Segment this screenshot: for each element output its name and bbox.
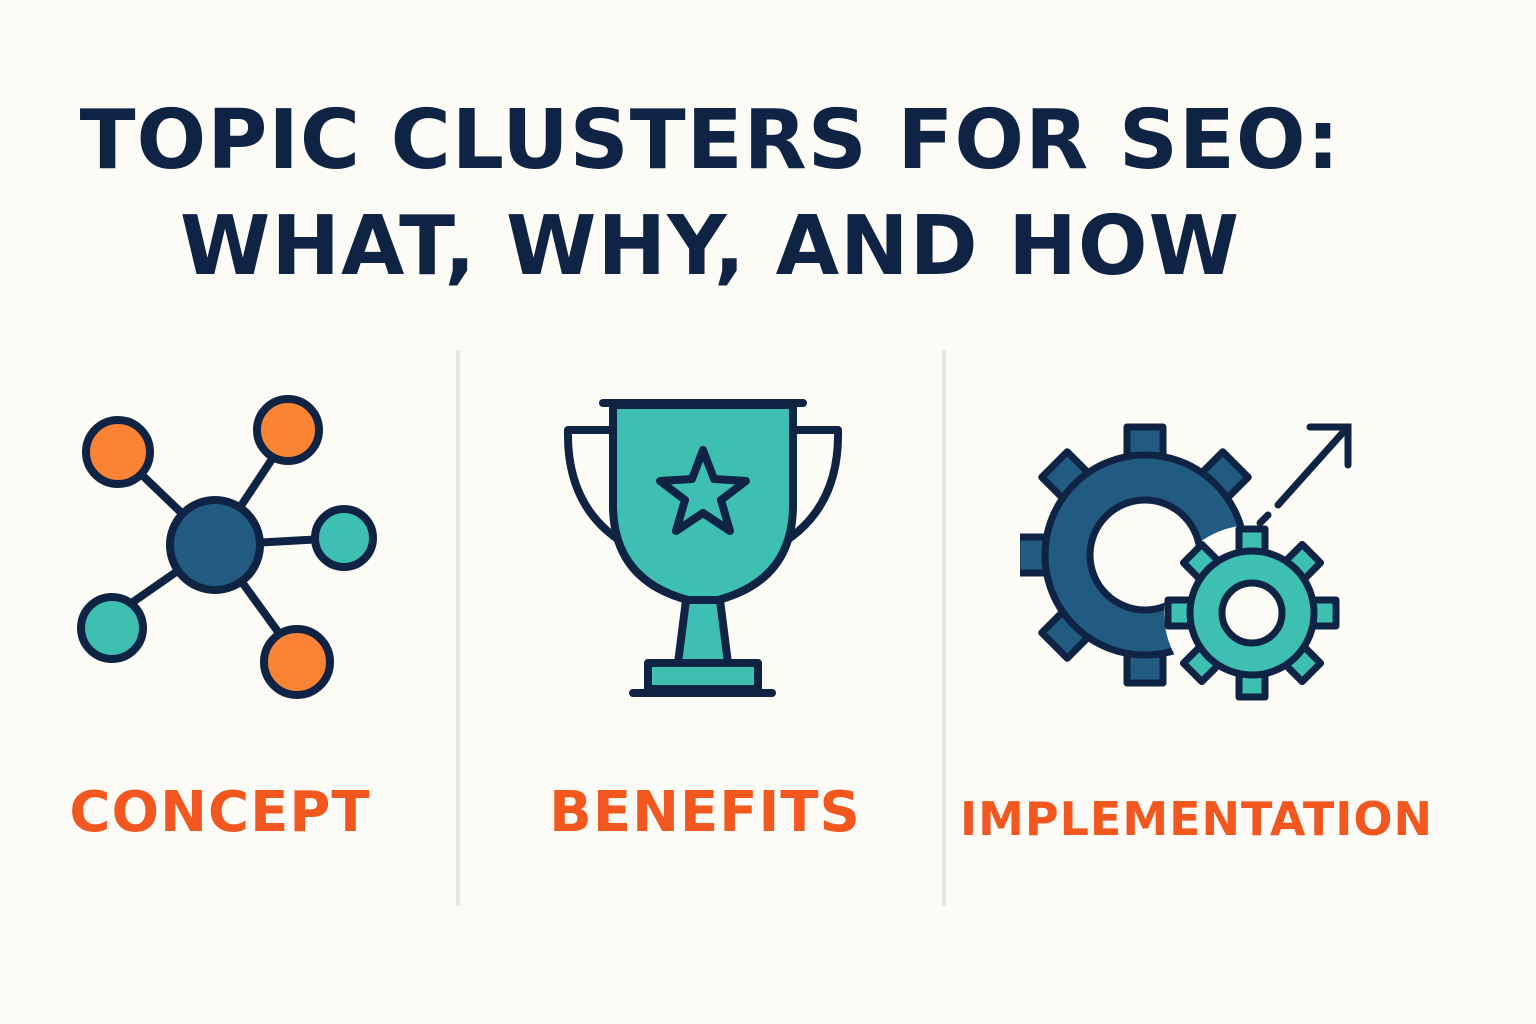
section-label-concept: CONCEPT (69, 780, 371, 845)
title-line-1: TOPIC CLUSTERS FOR SEO: (79, 93, 1341, 188)
page-title: TOPIC CLUSTERS FOR SEO: WHAT, WHY, AND H… (0, 88, 1420, 300)
section-label-implementation: IMPLEMENTATION (960, 792, 1433, 846)
network-nodes-icon (77, 395, 377, 699)
star-icon (656, 446, 750, 535)
divider-right (942, 350, 946, 906)
trophy-icon (563, 399, 843, 697)
arrow-up-right-icon (1256, 423, 1352, 527)
title-line-2: WHAT, WHY, AND HOW (179, 199, 1241, 294)
divider-left (456, 350, 460, 906)
section-label-benefits: BENEFITS (549, 780, 861, 845)
gears-arrow-icon (1020, 423, 1352, 701)
